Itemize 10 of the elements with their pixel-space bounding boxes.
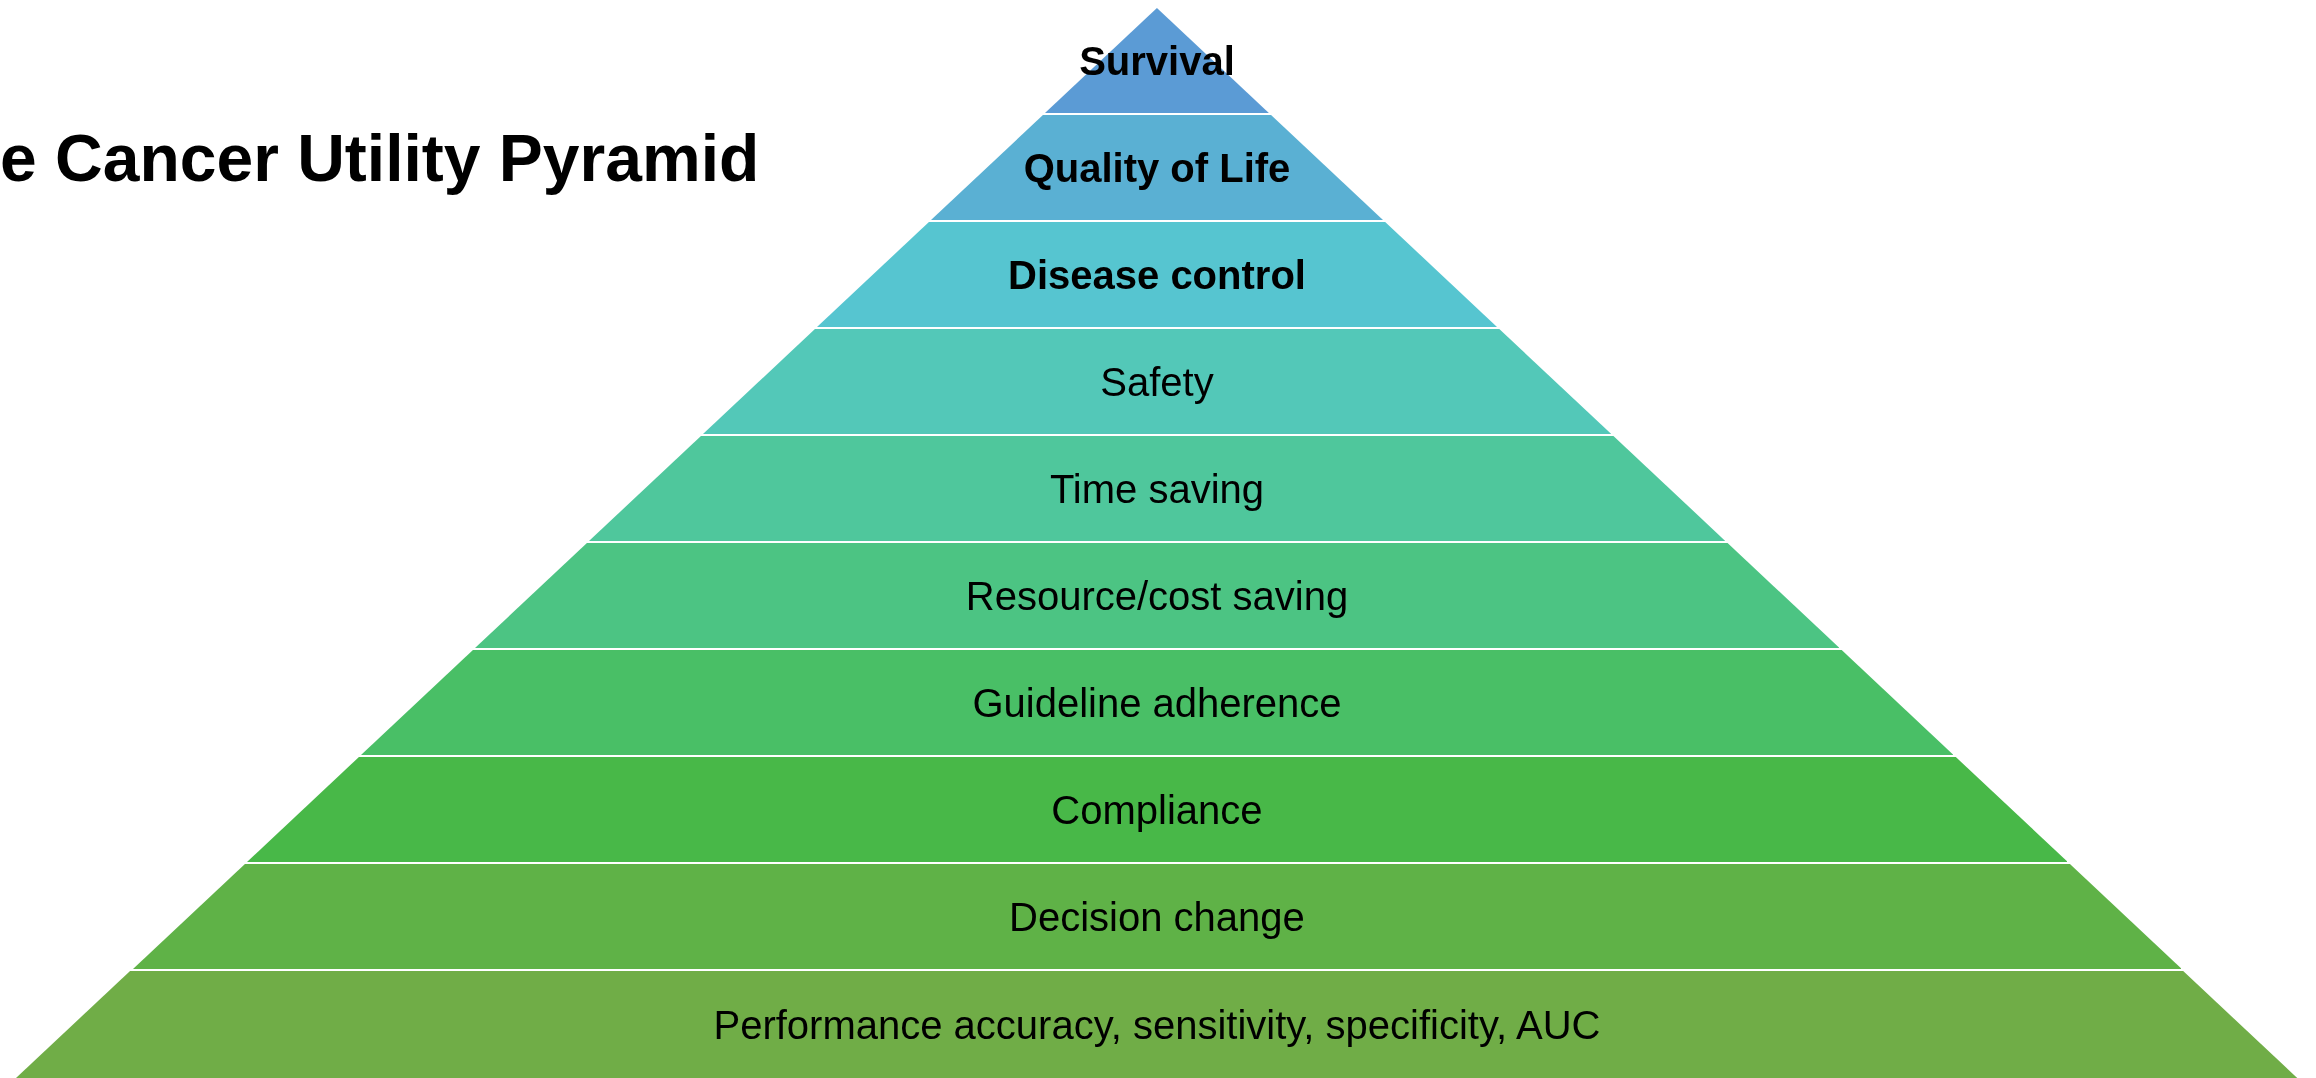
layer-label: Safety <box>1100 358 1214 405</box>
layer-label: Disease control <box>1008 251 1306 298</box>
layer-label: Time saving <box>1049 465 1265 512</box>
diagram-title: e Cancer Utility Pyramid <box>0 120 760 196</box>
layer-label: Compliance <box>1051 786 1263 833</box>
layer-label: Performance accuracy, sensitivity, specificity, AUC <box>713 1001 1601 1048</box>
layer-label: Guideline adherence <box>972 679 1342 726</box>
layer-label: Decision change <box>1009 893 1305 940</box>
layer-label: Quality of Life <box>1023 144 1291 191</box>
layer-label: Resource/cost saving <box>965 572 1349 619</box>
